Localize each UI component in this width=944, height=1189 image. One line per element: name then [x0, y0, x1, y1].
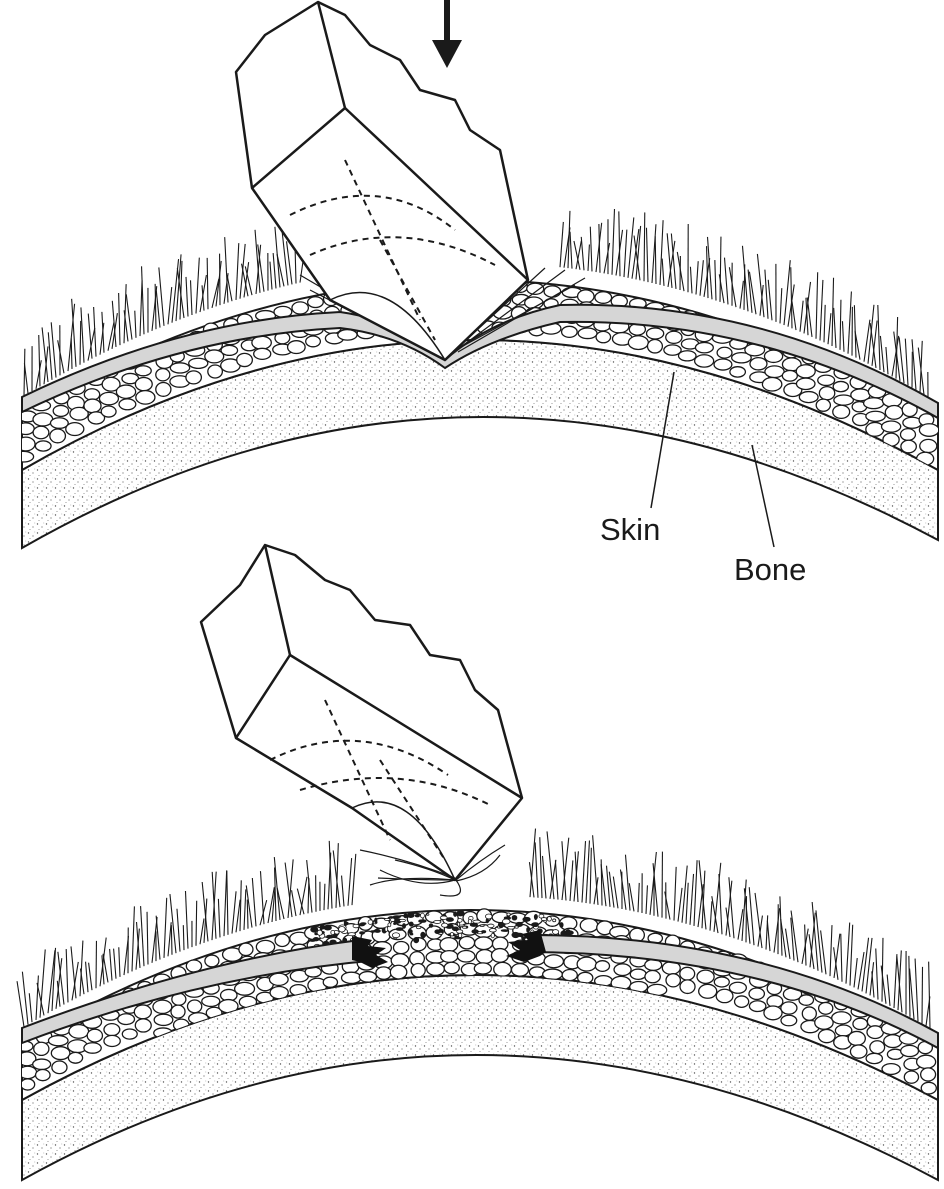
brick-object-bottom: [201, 545, 522, 880]
skin-label: Skin: [600, 512, 660, 547]
bone-label: Bone: [734, 552, 806, 587]
bottom-panel: [17, 545, 938, 1180]
top-panel: Skin Bone: [14, 0, 939, 587]
down-arrow-icon: [432, 0, 462, 68]
